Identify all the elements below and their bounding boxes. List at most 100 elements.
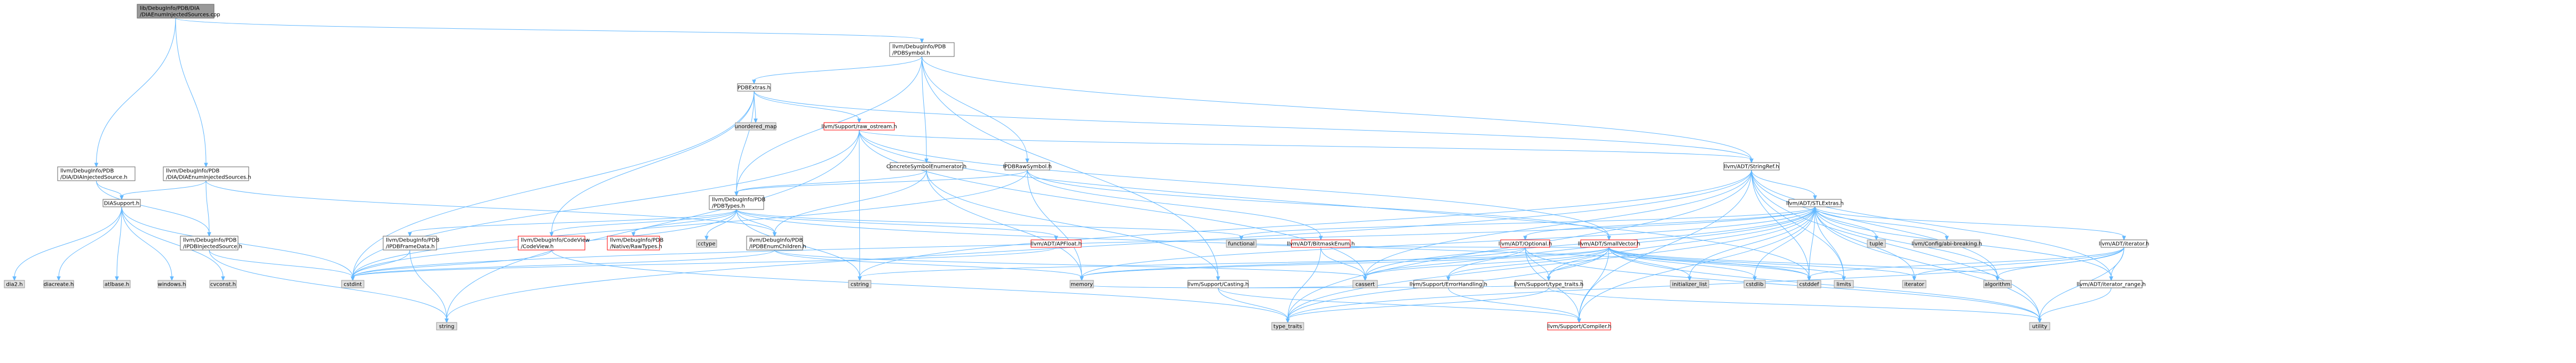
node-label: llvm/DebugInfo/PDB xyxy=(183,238,236,244)
node-llvm-support-casting-h[interactable]: llvm/Support/Casting.h xyxy=(1187,280,1249,288)
node-box xyxy=(1291,239,1351,248)
node-llvm-debuginfo-pdb-pdbtypes-h[interactable]: llvm/DebugInfo/PDB/PDBTypes.h xyxy=(709,195,765,210)
node-llvm-support-type-traits-h[interactable]: llvm/Support/type_traits.h xyxy=(1514,280,1583,288)
node-box xyxy=(1004,162,1050,171)
node-llvm-debuginfo-pdb-ipdbinjectedsource-h[interactable]: llvm/DebugInfo/PDB/IPDBInjectedSource.h xyxy=(180,236,242,251)
node-atlbase-h: atlbase.h xyxy=(103,280,131,288)
node-label: /PDBTypes.h xyxy=(712,204,745,209)
node-label: limits xyxy=(1836,282,1851,288)
node-concretesymbolenumerator-h[interactable]: ConcreteSymbolEnumerator.h xyxy=(886,162,966,171)
edge-raw-ostream-to-cstring xyxy=(858,130,862,281)
node-label: llvm/ADT/BitmaskEnum.h xyxy=(1287,241,1354,247)
node-box xyxy=(1902,280,1927,288)
edge-diasupport-to-diacreate xyxy=(57,206,122,281)
node-label: /IPDBEnumChildren.h xyxy=(749,244,806,250)
node-pdbextras-h[interactable]: PDBExtras.h xyxy=(737,83,771,92)
node-label: /PDBSymbol.h xyxy=(892,51,930,57)
edge-diainjectedsource-to-ipdbinjectedsource xyxy=(96,180,211,237)
node-box xyxy=(102,199,141,207)
node-label: /DIA/DIAEnumInjectedSources.h xyxy=(166,175,251,181)
node-box xyxy=(2101,239,2147,248)
node-llvm-support-compiler-h[interactable]: llvm/Support/Compiler.h xyxy=(1547,322,1612,330)
edge-smallvector-to-algorithm xyxy=(1608,247,2000,281)
node-llvm-support-raw-ostream-h[interactable]: llvm/Support/raw_ostream.h xyxy=(821,122,897,131)
node-llvm-adt-apfloat-h[interactable]: llvm/ADT/APFloat.h xyxy=(1031,239,1082,248)
node-label: llvm/ADT/STLExtras.h xyxy=(1786,201,1844,207)
node-llvm-debuginfo-pdb-ipdbframedata-h[interactable]: llvm/DebugInfo/PDB/IPDBFrameData.h xyxy=(383,236,439,251)
edge-pdbtypes-to-nativerawtypes xyxy=(631,209,737,237)
node-diasupport-h[interactable]: DIASupport.h xyxy=(102,199,141,207)
node-windows-h: windows.h xyxy=(157,280,186,288)
node-box xyxy=(157,280,186,288)
node-cstddef: cstddef xyxy=(1797,280,1821,288)
node-llvm-debuginfo-pdb-pdbsymbol-h[interactable]: llvm/DebugInfo/PDB/PDBSymbol.h xyxy=(889,42,955,57)
node-iterator: iterator xyxy=(1902,280,1927,288)
edge-pdbsymbol-to-concretesymbolenumerator xyxy=(922,56,929,164)
node-llvm-debuginfo-codeview-codeview-h[interactable]: llvm/DebugInfo/CodeView/CodeView.h xyxy=(518,236,590,251)
node-box xyxy=(848,280,871,288)
node-llvm-support-errorhandling-h[interactable]: llvm/Support/ErrorHandling.h xyxy=(1409,280,1487,288)
edge-concretesymbolenumerator-to-casting xyxy=(926,170,1220,281)
edge-smallvector-to-errorhandling xyxy=(1446,247,1610,281)
edge-diaenuminjectedsources-to-ipdbenumchildren xyxy=(205,180,777,237)
node-lib-debuginfo-pdb-dia-diaenuminjectedsources-cpp[interactable]: lib/DebugInfo/PDB/DIA/DIAEnumInjectedSou… xyxy=(137,4,220,19)
node-label: cstdlib xyxy=(1746,282,1764,288)
node-label: iterator xyxy=(1904,282,1924,288)
edge-ipdbrawsymbol-to-pdbtypes xyxy=(734,170,1028,197)
node-box xyxy=(1580,239,1638,248)
node-box xyxy=(341,280,364,288)
node-llvm-adt-smallvector-h[interactable]: llvm/ADT/SmallVector.h xyxy=(1578,239,1640,248)
node-label: llvm/Support/Casting.h xyxy=(1187,282,1249,288)
edge-iterator-range-to-utility xyxy=(2038,287,2112,324)
edge-pdbextras-to-stringref xyxy=(754,91,1754,164)
node-box xyxy=(1913,239,1980,248)
node-llvm-debuginfo-pdb-native-rawtypes-h[interactable]: llvm/DebugInfo/PDB/Native/RawTypes.h xyxy=(607,236,663,251)
node-label: llvm/Support/raw_ostream.h xyxy=(821,124,897,130)
node-dia2-h: dia2.h xyxy=(4,280,25,288)
node-ipdbrawsymbol-h[interactable]: IPDBRawSymbol.h xyxy=(1003,162,1052,171)
edge-type-traitsh-to-type-traits xyxy=(1286,287,1549,324)
node-llvm-adt-iterator-h[interactable]: llvm/ADT/iterator.h xyxy=(2099,239,2149,248)
edge-pdbextras-to-unordered-map xyxy=(754,91,758,124)
node-box xyxy=(889,42,955,57)
node-label: llvm/Config/abi-breaking.h xyxy=(1912,241,1982,247)
node-label: ConcreteSymbolEnumerator.h xyxy=(886,164,966,170)
node-llvm-adt-stlextras-h[interactable]: llvm/ADT/STLExtras.h xyxy=(1786,199,1844,207)
node-label: string xyxy=(439,324,455,330)
edge-diaenuminjectedsources-to-ipdbinjectedsource xyxy=(205,180,211,237)
node-label: llvm/ADT/StringRef.h xyxy=(1724,164,1779,170)
node-llvm-adt-iterator-range-h[interactable]: llvm/ADT/iterator_range.h xyxy=(2076,280,2146,288)
edge-ipdbinjectedsource-to-cstdint xyxy=(209,249,355,281)
node-box xyxy=(607,236,660,251)
node-box xyxy=(1797,280,1821,288)
node-llvm-adt-bitmaskenum-h[interactable]: llvm/ADT/BitmaskEnum.h xyxy=(1287,239,1355,248)
node-llvm-adt-optional-h[interactable]: llvm/ADT/Optional.h xyxy=(1499,239,1552,248)
node-label: utility xyxy=(2032,324,2048,330)
node-box xyxy=(2029,322,2050,330)
node-llvm-debuginfo-pdb-dia-diaenuminjectedsources-h[interactable]: llvm/DebugInfo/PDB/DIA/DIAEnumInjectedSo… xyxy=(163,166,251,181)
node-box xyxy=(1867,239,1886,248)
node-box xyxy=(1983,280,2012,288)
node-utility: utility xyxy=(2029,322,2050,330)
node-label: windows.h xyxy=(158,282,186,288)
node-label: cctype xyxy=(697,241,715,247)
node-memory: memory xyxy=(1069,280,1094,288)
node-llvm-debuginfo-pdb-dia-diainjectedsource-h[interactable]: llvm/DebugInfo/PDB/DIA/DIAInjectedSource… xyxy=(57,166,136,181)
edge-ipdbframedata-to-cstdint xyxy=(351,249,410,281)
node-box xyxy=(43,280,74,288)
node-string: string xyxy=(436,322,457,330)
edge-raw-ostream-to-stringref xyxy=(859,130,1754,164)
edge-raw-ostream-to-cassert xyxy=(859,130,1367,281)
node-label: llvm/DebugInfo/PDB xyxy=(60,168,114,174)
edge-diasupport-to-windows xyxy=(121,206,174,281)
edge-pdbtypes-to-functional xyxy=(736,209,1243,241)
node-llvm-adt-stringref-h[interactable]: llvm/ADT/StringRef.h xyxy=(1723,162,1780,171)
node-label: tuple xyxy=(1869,241,1883,247)
edge-root-to-diainjectedsource xyxy=(94,18,176,168)
edge-ipdbframedata-to-string xyxy=(409,249,449,324)
node-box xyxy=(57,166,136,181)
node-box xyxy=(4,280,25,288)
node-label: llvm/ADT/SmallVector.h xyxy=(1578,241,1640,247)
edge-pdbsymbol-to-ipdbrawsymbol xyxy=(922,56,1029,164)
node-llvm-debuginfo-pdb-ipdbenumchildren-h[interactable]: llvm/DebugInfo/PDB/IPDBEnumChildren.h xyxy=(746,236,806,251)
